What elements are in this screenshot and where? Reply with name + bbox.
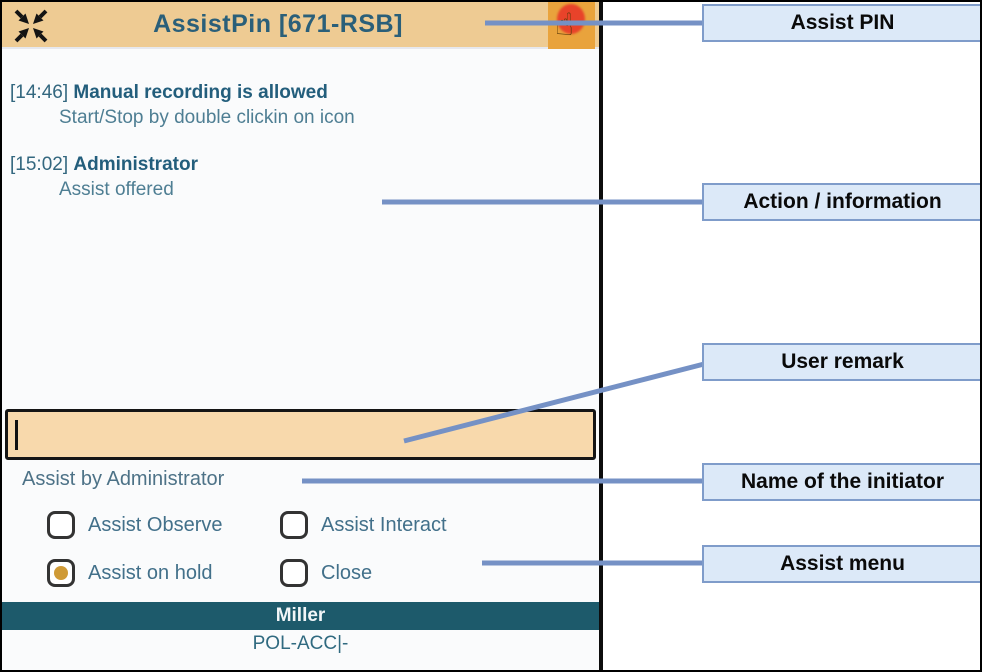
option-label: Assist Interact	[321, 513, 447, 536]
log-title: Manual recording is allowed	[73, 82, 328, 103]
user-name: Miller	[275, 605, 326, 626]
radio-icon[interactable]	[280, 511, 308, 539]
radio-icon[interactable]	[47, 511, 75, 539]
alert-dot	[557, 4, 585, 34]
callout-user-remark: User remark	[702, 343, 980, 381]
radio-icon[interactable]	[47, 559, 75, 587]
option-close[interactable]: Close	[280, 559, 372, 587]
option-label: Assist on hold	[88, 561, 213, 584]
action-information-log: [14:46] Manual recording is allowed Star…	[10, 80, 570, 224]
log-timestamp: [14:46]	[10, 82, 69, 103]
collapse-arrows-icon[interactable]	[12, 7, 50, 45]
option-label: Close	[321, 561, 373, 584]
text-caret	[15, 420, 18, 450]
callout-label: User remark	[781, 350, 904, 373]
log-detail: Assist offered	[59, 179, 174, 200]
assistpin-dialog: AssistPin [671-RSB] ☝ [14:46] Manual rec…	[2, 2, 603, 670]
initiator-name: Assist by Administrator	[22, 468, 225, 490]
option-assist-interact[interactable]: Assist Interact	[280, 511, 447, 539]
status-line: POL-ACC|-	[252, 633, 349, 654]
option-assist-on-hold[interactable]: Assist on hold	[47, 559, 213, 587]
dialog-title: AssistPin [671-RSB]	[153, 10, 403, 38]
radio-icon[interactable]	[280, 559, 308, 587]
option-label: Assist Observe	[88, 513, 223, 536]
pointing-hand-icon: ☝	[555, 7, 574, 43]
callout-label: Assist PIN	[790, 11, 895, 34]
option-assist-observe[interactable]: Assist Observe	[47, 511, 222, 539]
callout-name-of-initiator: Name of the initiator	[702, 463, 980, 501]
callout-label: Name of the initiator	[740, 470, 945, 493]
callout-assist-menu: Assist menu	[702, 545, 980, 583]
titlebar: AssistPin [671-RSB] ☝	[2, 2, 599, 49]
touch-alert-icon[interactable]: ☝	[548, 2, 595, 49]
callout-action-information: Action / information	[702, 183, 980, 221]
user-name-bar: Miller	[2, 602, 599, 630]
callout-label: Action / information	[743, 190, 942, 213]
log-entry: [15:02] Administrator Assist offered	[10, 152, 570, 202]
log-timestamp: [15:02]	[10, 154, 69, 175]
callout-assist-pin: Assist PIN	[702, 4, 980, 42]
user-remark-input[interactable]	[5, 409, 596, 460]
log-title: Administrator	[73, 154, 198, 175]
callout-label: Assist menu	[780, 552, 905, 575]
log-detail: Start/Stop by double clickin on icon	[59, 107, 355, 128]
log-entry: [14:46] Manual recording is allowed Star…	[10, 80, 570, 130]
